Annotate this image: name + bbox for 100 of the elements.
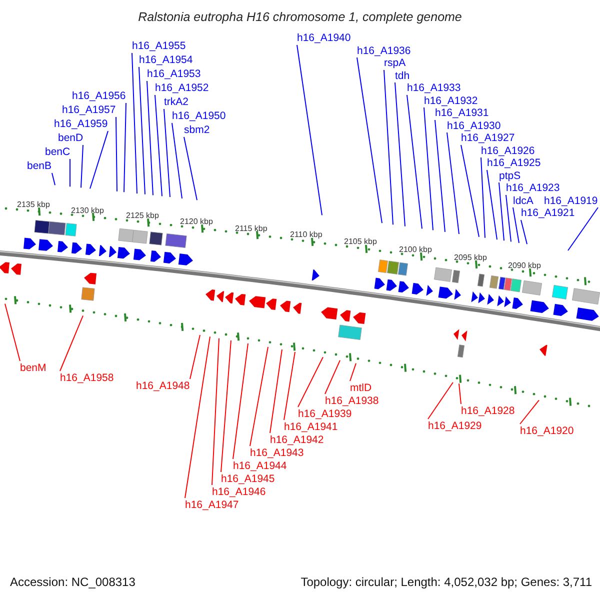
scale-label: 2095 kbp (454, 252, 487, 262)
leader-line (446, 132, 460, 234)
gene-label: h16_A1926 (481, 144, 535, 156)
leader-line (458, 383, 462, 404)
leader-line (4, 303, 20, 362)
gene-label: h16_A1932 (424, 94, 478, 106)
leader-line (90, 130, 108, 190)
leader-line (460, 144, 480, 238)
leader-line (512, 207, 520, 244)
leader-line (324, 360, 340, 394)
gene-label: h16_A1930 (447, 120, 501, 132)
gene-label: h16_A1929 (428, 420, 482, 432)
leader-line (350, 362, 356, 382)
gene-label: h16_A1957 (62, 104, 116, 116)
scale-label: 2120 kbp (180, 217, 213, 226)
leader-line (154, 94, 162, 197)
leader-line (190, 334, 200, 380)
gene-label: h16_A1955 (132, 40, 186, 52)
gene-label: h16_A1945 (221, 473, 275, 485)
gene-label: h16_A1954 (139, 54, 193, 66)
gene-label: h16_A1923 (506, 182, 560, 194)
gene-label: rspA (384, 57, 406, 69)
gene-label: h16_A1948 (136, 380, 190, 392)
title: Ralstonia eutropha H16 chromosome 1, complete genome (137, 10, 463, 24)
leader-line (406, 94, 422, 230)
leader-line (172, 122, 182, 199)
leader-line (498, 182, 504, 242)
gene-label: h16_A1919 (544, 194, 598, 206)
leader-line (52, 172, 56, 186)
gene-label: tdh (395, 70, 410, 82)
scale-label: 2135 kbp (17, 200, 50, 210)
gene-label: ldcA (513, 194, 534, 206)
gene-label: h16_A1940 (297, 32, 351, 44)
gene-label: mtlD (350, 382, 372, 394)
leader-line (568, 207, 598, 251)
scale-label: 2115 kbp (235, 224, 268, 233)
gene-label: h16_A1928 (461, 405, 515, 417)
gene-label: h16_A1959 (54, 118, 108, 130)
gene-label: benC (45, 146, 70, 158)
leader-line (232, 342, 248, 460)
gene-label: h16_A1956 (72, 90, 126, 102)
leader-line (424, 107, 434, 231)
leader-line (184, 336, 210, 498)
gene-label: h16_A1939 (298, 408, 352, 420)
leader-line (184, 136, 198, 201)
leader-line (124, 102, 126, 193)
gene-label: h16_A1931 (435, 107, 489, 119)
gene-label: h16_A1936 (357, 44, 411, 56)
leader-line (116, 116, 118, 192)
gene-label: ptpS (499, 170, 521, 182)
gene-label: h16_A1958 (60, 372, 114, 384)
leader-line (164, 108, 170, 198)
gene-label: h16_A1952 (155, 82, 209, 94)
leader-line (394, 82, 406, 227)
leader-line (480, 157, 486, 238)
leader-line (212, 338, 220, 486)
leader-line (356, 57, 382, 224)
leader-line (384, 70, 394, 226)
gene-label: h16_A1920 (520, 425, 574, 437)
leader-line (220, 340, 232, 472)
leader-line (284, 351, 296, 420)
leader-line (138, 66, 146, 195)
leader-line (80, 144, 84, 188)
gene-label: h16_A1927 (461, 132, 515, 144)
scale-label: 2105 kbp (344, 237, 377, 246)
leader-line (520, 220, 528, 245)
gene-label: h16_A1944 (233, 460, 287, 472)
gene-label: h16_A1941 (284, 421, 338, 433)
gene-label: h16_A1921 (521, 207, 575, 219)
gene-label: benB (27, 160, 52, 172)
genome-summary-text: Topology: circular; Length: 4,052,032 bp; Genes: 3,711 (300, 575, 592, 589)
leader-line (434, 120, 446, 232)
gene-label: h16_A1938 (325, 395, 379, 407)
leader-line (296, 44, 322, 216)
scale-label: 2130 kbp (71, 206, 104, 214)
leader-line (298, 356, 324, 408)
gene-label: h16_A1947 (185, 499, 239, 511)
accession-text: Accession: NC_008313 (10, 575, 136, 589)
gene-label: benD (58, 132, 84, 144)
leader-line (486, 170, 498, 240)
gene-label: h16_A1925 (487, 157, 541, 169)
gene-label: h16_A1943 (250, 447, 304, 459)
scale-label: 2125 kbp (126, 211, 159, 220)
leader-line (270, 349, 282, 434)
gene-label: h16_A1946 (212, 486, 266, 498)
leader-line (506, 194, 512, 242)
gene-label: benM (20, 362, 46, 374)
leader-line (520, 400, 540, 424)
leader-line (428, 382, 454, 420)
leader-line (60, 315, 84, 372)
leader-line (250, 346, 268, 446)
gene-label: sbm2 (184, 124, 210, 136)
scale-label: 2090 kbp (508, 260, 541, 270)
scale-label: 2100 kbp (399, 245, 432, 254)
gene-label: h16_A1953 (147, 68, 201, 80)
leader-line (132, 52, 138, 194)
gene-label: h16_A1942 (270, 434, 324, 446)
gene-label: h16_A1950 (172, 110, 226, 122)
leader-line (146, 80, 154, 196)
gene-label: h16_A1933 (407, 82, 461, 94)
